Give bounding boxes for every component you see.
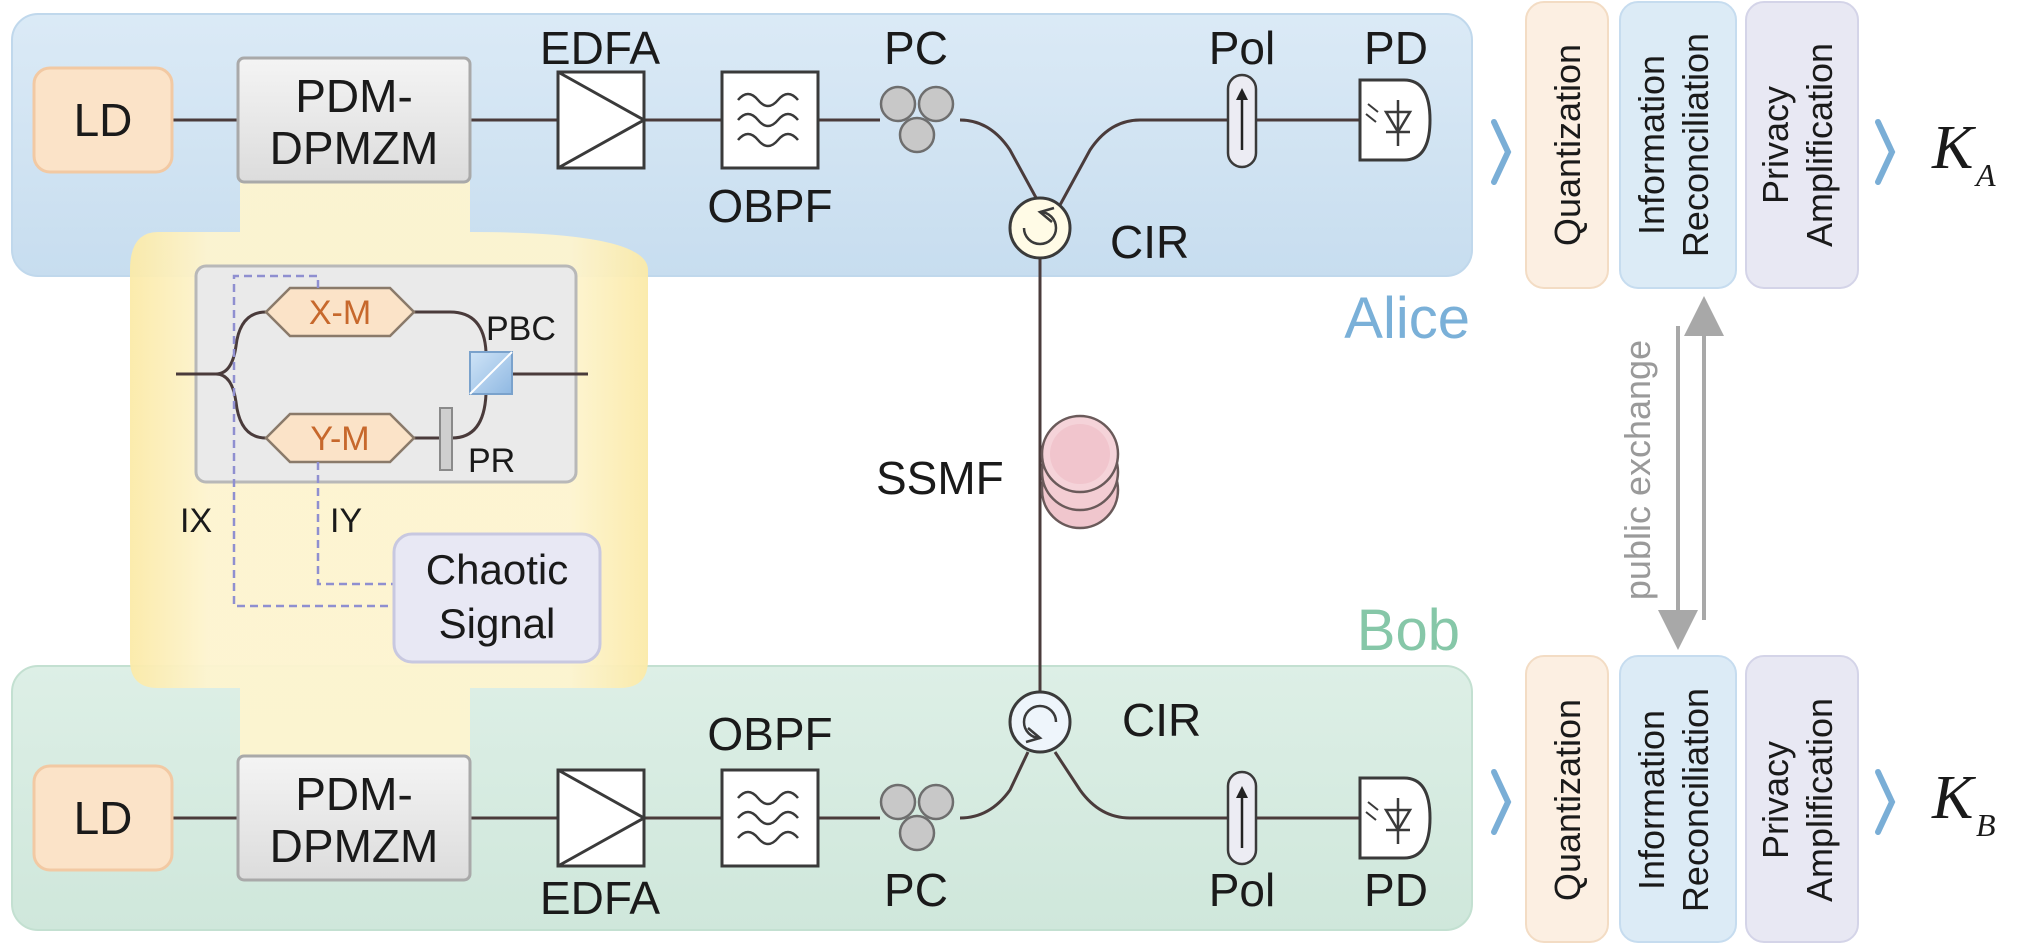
alice-privacy-block: Privacy Amplification (1745, 1, 1859, 289)
alice-detector: PD (1358, 22, 1432, 162)
svg-text:PD: PD (1364, 864, 1428, 916)
y-modulator: Y-M (264, 412, 416, 464)
ix-label: IX (180, 502, 212, 540)
svg-text:Quantization: Quantization (1547, 699, 1588, 901)
alice-fiber (172, 118, 1360, 206)
svg-text:EDFA: EDFA (540, 22, 660, 74)
bob-edfa: EDFA (540, 768, 660, 924)
iy-label: IY (330, 502, 362, 540)
bob-label: Bob (1357, 598, 1460, 663)
pbc: PBC (469, 310, 556, 395)
svg-text:PD: PD (1364, 22, 1428, 74)
svg-text:OBPF: OBPF (707, 708, 832, 760)
svg-text:Reconciliation: Reconciliation (1675, 33, 1716, 257)
pr: PR (439, 407, 515, 480)
alice-quantization-block: Quantization (1525, 1, 1609, 289)
alice-pc: PC (879, 22, 955, 154)
ssmf-label: SSMF (876, 452, 1004, 504)
bob-circulator: CIR (1008, 690, 1201, 754)
bob-quantization-block: Quantization (1525, 655, 1609, 943)
svg-text:EDFA: EDFA (540, 872, 660, 924)
svg-text:Signal: Signal (439, 600, 556, 647)
bob-obpf: OBPF (707, 708, 833, 868)
svg-text:PC: PC (884, 864, 948, 916)
bob-fiber (172, 751, 1360, 820)
x-modulator: X-M (264, 286, 416, 338)
svg-text:CIR: CIR (1122, 694, 1201, 746)
svg-text:Amplification: Amplification (1799, 43, 1840, 247)
svg-text:Pol: Pol (1209, 22, 1275, 74)
svg-text:Chaotic: Chaotic (426, 546, 568, 593)
svg-text:PBC: PBC (486, 310, 556, 348)
svg-text:OBPF: OBPF (707, 180, 832, 232)
svg-text:Y-M: Y-M (310, 420, 369, 458)
chevron-icon (1875, 119, 1896, 185)
alice-ld: LD (32, 66, 174, 174)
svg-text:Privacy: Privacy (1755, 86, 1796, 204)
svg-text:X-M: X-M (309, 294, 371, 332)
svg-text:Amplification: Amplification (1799, 698, 1840, 902)
svg-text:LD: LD (74, 94, 133, 146)
chevron-icon (1491, 769, 1512, 835)
svg-text:PR: PR (468, 442, 515, 480)
svg-text:B: B (1976, 807, 1996, 843)
svg-text:PC: PC (884, 22, 948, 74)
bob-polarizer: Pol (1209, 770, 1275, 916)
svg-text:Information: Information (1631, 710, 1672, 890)
svg-text:PDM-: PDM- (295, 768, 413, 820)
bob-reconciliation-block: Information Reconciliation (1619, 655, 1737, 943)
bob-modulator: PDM- DPMZM (236, 754, 472, 882)
chevron-icon (1491, 119, 1512, 185)
iy-drive-line (316, 462, 394, 586)
bob-ld: LD (32, 764, 174, 872)
svg-text:K: K (1931, 114, 1977, 182)
svg-text:LD: LD (74, 792, 133, 844)
svg-text:DPMZM: DPMZM (270, 820, 439, 872)
svg-text:DPMZM: DPMZM (270, 122, 439, 174)
chaotic-signal-source: Chaotic Signal (392, 532, 602, 664)
svg-text:Information: Information (1631, 55, 1672, 235)
key-b: K B (1931, 764, 1996, 843)
alice-polarizer: Pol (1209, 22, 1275, 169)
key-a: K A (1931, 114, 1996, 193)
public-exchange-arrows: public exchange (1617, 296, 1724, 650)
alice-circulator: CIR (1008, 196, 1189, 268)
svg-text:Pol: Pol (1209, 864, 1275, 916)
ix-drive-line (232, 274, 394, 608)
fiber-spool (1040, 414, 1120, 530)
svg-text:K: K (1931, 764, 1977, 832)
alice-reconciliation-block: Information Reconciliation (1619, 1, 1737, 289)
alice-edfa: EDFA (540, 22, 660, 170)
bob-detector: PD (1358, 776, 1432, 916)
svg-text:Reconciliation: Reconciliation (1675, 688, 1716, 912)
bob-pc: PC (879, 783, 955, 916)
svg-text:Quantization: Quantization (1547, 44, 1588, 246)
svg-text:CIR: CIR (1110, 216, 1189, 268)
inset-modulator-detail: X-M Y-M PBC PR IX IY Chaotic Signal (176, 264, 602, 664)
svg-text:PDM-: PDM- (295, 70, 413, 122)
bob-privacy-block: Privacy Amplification (1745, 655, 1859, 943)
svg-text:Privacy: Privacy (1755, 741, 1796, 859)
alice-label: Alice (1344, 286, 1470, 351)
alice-obpf: OBPF (707, 70, 833, 232)
public-exchange-label: public exchange (1617, 340, 1658, 600)
alice-modulator: PDM- DPMZM (236, 56, 472, 184)
svg-text:A: A (1974, 157, 1996, 193)
chevron-icon (1875, 769, 1896, 835)
